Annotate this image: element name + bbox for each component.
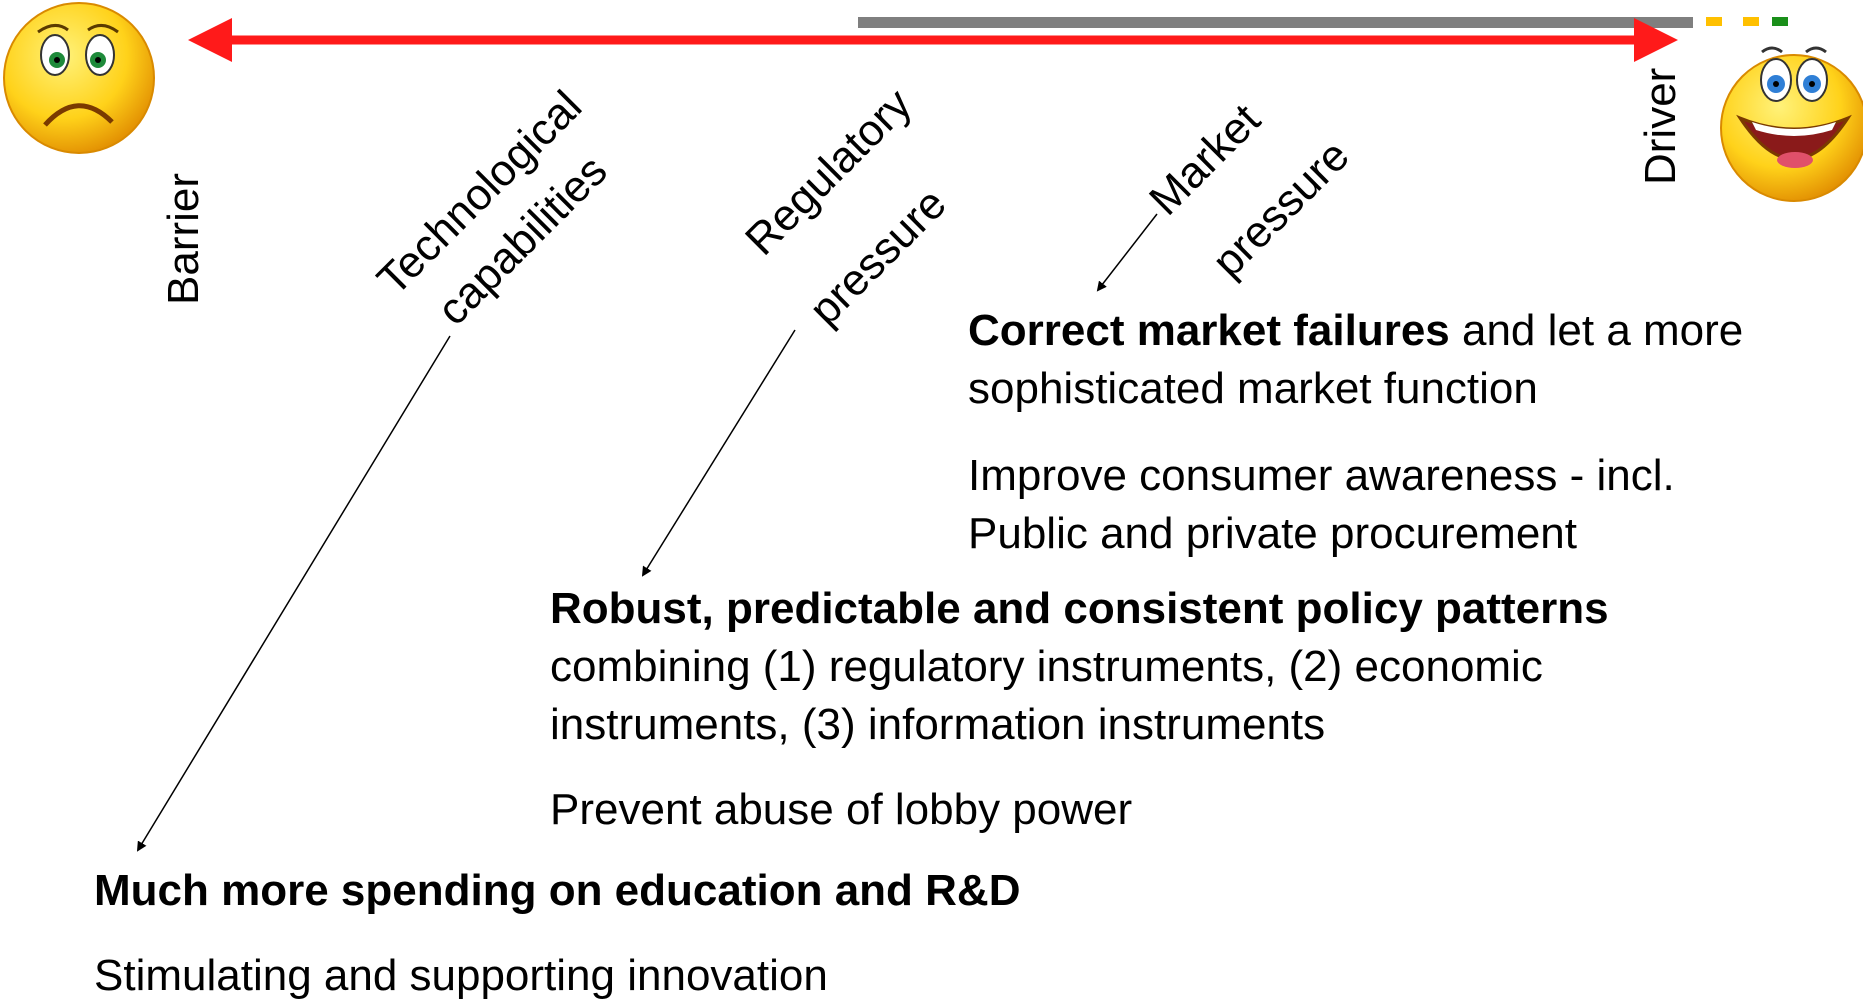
lobby-power-line: Prevent abuse of lobby power	[550, 785, 1133, 834]
market-pointer-arrow	[1096, 213, 1158, 292]
innovation-line: Stimulating and supporting innovation	[94, 951, 828, 1000]
regulatory-pointer-arrow	[641, 329, 796, 577]
sad-face-icon	[3, 2, 155, 154]
policy-patterns-title: Robust, predictable and consistent polic…	[550, 584, 1609, 633]
dash-orange-1	[1706, 17, 1722, 26]
market-failures-line2: sophisticated market function	[968, 364, 1538, 413]
education-rd-title: Much more spending on education and R&D	[94, 866, 1021, 915]
happy-face-icon	[1720, 46, 1863, 202]
market-failures-rest: and let a more	[1449, 306, 1744, 355]
dash-orange-2	[1743, 17, 1759, 26]
market-failures-bold: Correct market failures	[968, 306, 1450, 355]
market-failures-line1: Correct market failures and let a more	[968, 302, 1743, 360]
axis-right-arrowhead	[1634, 18, 1678, 62]
policy-patterns-line2: combining (1) regulatory instruments, (2…	[550, 642, 1543, 691]
driver-label: Driver	[1636, 67, 1685, 185]
axis-left-arrowhead	[188, 18, 232, 62]
policy-patterns-line3: instruments, (3) information instruments	[550, 700, 1326, 749]
barrier-label: Barrier	[159, 172, 208, 305]
consumer-awareness-line2: Public and private procurement	[968, 509, 1577, 558]
consumer-awareness-line1: Improve consumer awareness - incl.	[968, 451, 1675, 500]
dash-green	[1772, 17, 1788, 26]
tech-pointer-arrow	[136, 335, 451, 852]
driver-range-bar	[858, 17, 1693, 28]
